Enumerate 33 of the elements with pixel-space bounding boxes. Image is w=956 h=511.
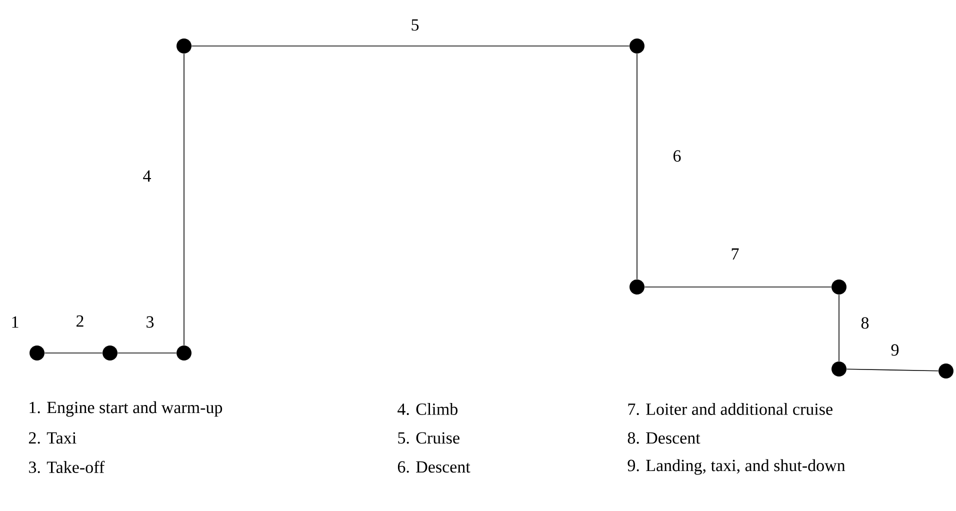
flight-segment-line bbox=[44, 352, 103, 354]
dot-marker bbox=[832, 362, 846, 376]
dot-marker bbox=[102, 346, 118, 360]
flight-segment-line bbox=[117, 352, 177, 354]
flight-segment-line bbox=[636, 53, 638, 280]
legend-entry: 4. Climb bbox=[398, 402, 458, 415]
legend-entry: 9. Landing, taxi, and shut-down bbox=[628, 459, 846, 475]
legend-entry: 3. Take-off bbox=[29, 460, 105, 474]
legend-entry: 7. Loiter and additional cruise bbox=[628, 402, 832, 415]
edge-label: 2 bbox=[74, 314, 86, 328]
edge-label: 8 bbox=[860, 316, 870, 330]
flight-segment-line bbox=[644, 286, 832, 288]
phase-number: 1 bbox=[12, 316, 18, 328]
edge-label: 5 bbox=[410, 18, 420, 32]
dot-marker bbox=[176, 38, 192, 54]
edge-label: 7 bbox=[730, 247, 740, 261]
dot-marker bbox=[938, 364, 954, 378]
legend-entry: 2. Taxi bbox=[28, 432, 76, 444]
edge-label: 4 bbox=[142, 169, 152, 183]
edge-label: 3 bbox=[144, 315, 156, 329]
legend-entry: 1. Engine start and warm-up bbox=[30, 401, 222, 417]
edge-label: 9 bbox=[890, 343, 900, 357]
dot-marker bbox=[630, 280, 644, 294]
flight-segment-line bbox=[838, 294, 840, 362]
edge-label: 6 bbox=[672, 149, 682, 163]
dot-marker bbox=[630, 38, 644, 54]
dot-marker bbox=[832, 280, 846, 294]
legend-entry: 8. Descent bbox=[628, 432, 700, 444]
flight-segment-line bbox=[846, 368, 939, 372]
legend-entry: 6. Descent bbox=[398, 461, 470, 473]
dot-marker bbox=[176, 346, 192, 360]
legend-entry: 5. Cruise bbox=[398, 432, 460, 444]
dot-marker bbox=[30, 346, 45, 360]
